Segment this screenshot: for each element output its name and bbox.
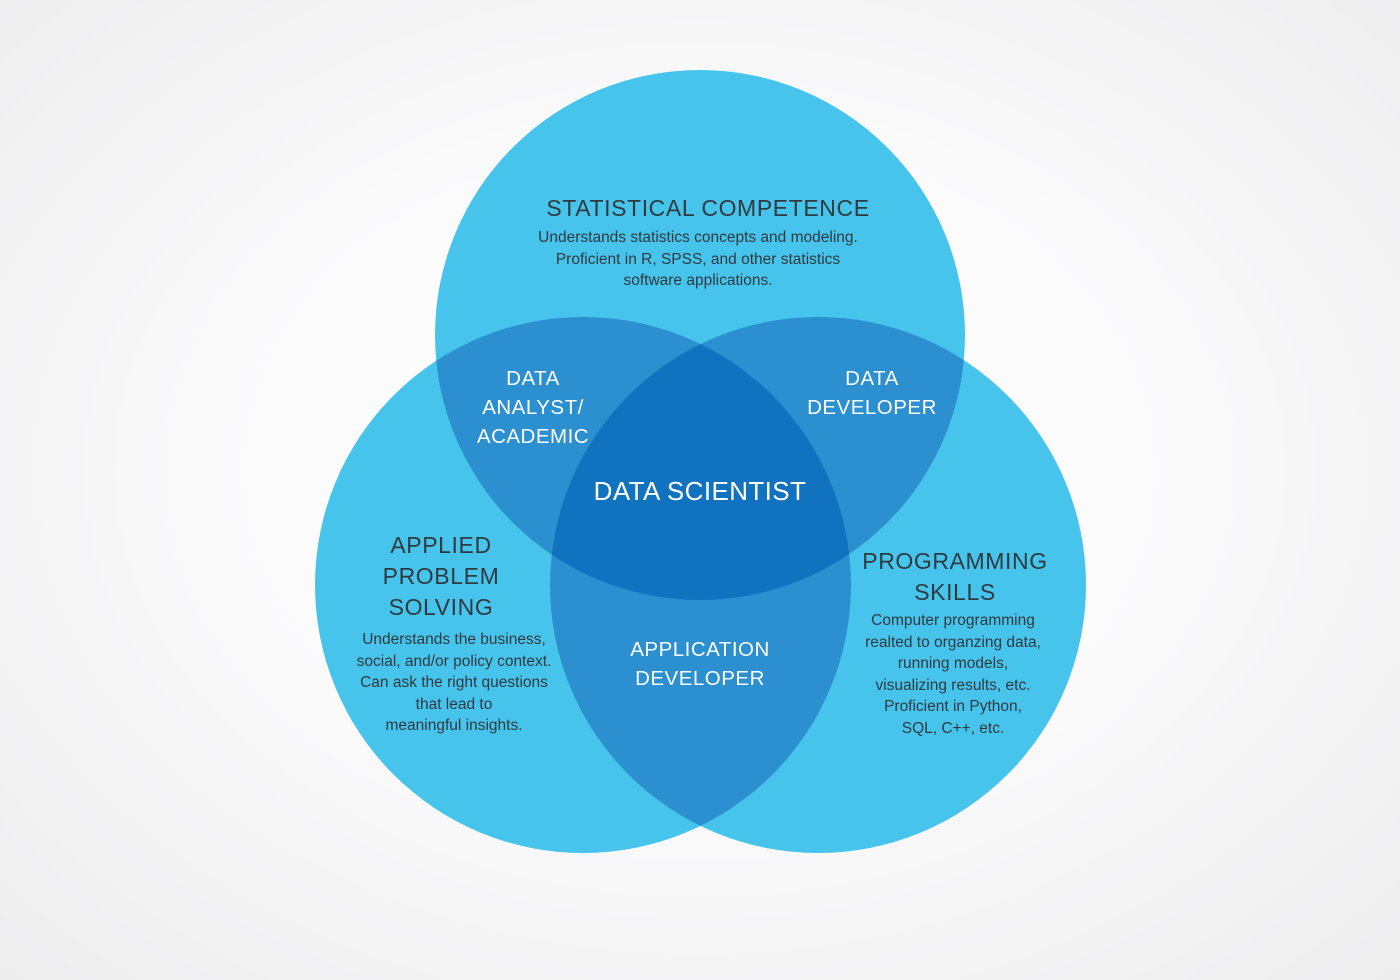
applied-problem-solving-title-line: SOLVING (388, 594, 494, 620)
applied-problem-solving-title: APPLIED PROBLEM SOLVING (341, 530, 541, 623)
applied-problem-solving-title-line: PROBLEM (382, 563, 500, 589)
statistical-competence-title: STATISTICAL COMPETENCE (546, 195, 870, 221)
statistical-competence-description: Understands statistics concepts and mode… (538, 229, 858, 289)
programming-skills-title-line: SKILLS (914, 579, 996, 605)
data-scientist-label: DATA SCIENTIST (593, 476, 807, 506)
data-developer-label: DATA DEVELOPER (807, 367, 937, 419)
applied-problem-solving-description: Understands the business, social, and/or… (356, 631, 552, 734)
programming-skills-description: Computer programming realted to organzin… (865, 612, 1041, 737)
applied-problem-solving-title-line: APPLIED (390, 532, 492, 558)
data-analyst-academic-label: DATA ANALYST/ ACADEMIC (476, 367, 590, 448)
programming-skills-title: PROGRAMMING SKILLS (835, 546, 1075, 608)
application-developer-label: APPLICATION DEVELOPER (630, 638, 770, 690)
programming-skills-title-line: PROGRAMMING (862, 548, 1048, 574)
